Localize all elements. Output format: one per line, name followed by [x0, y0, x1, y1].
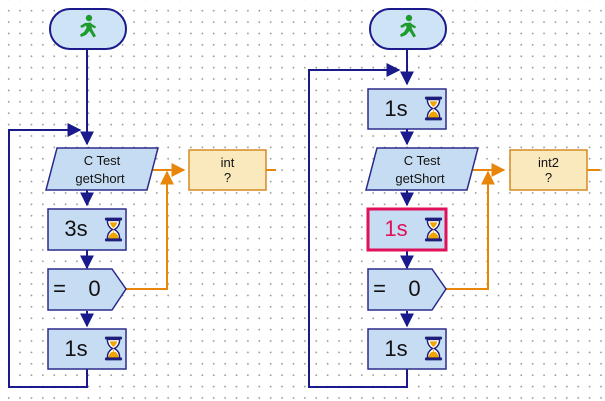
- right-wait-block-selected[interactable]: [366, 207, 448, 252]
- right-start-element[interactable]: [369, 8, 447, 50]
- right-variable-block[interactable]: [509, 149, 588, 191]
- left-program: [8, 8, 276, 388]
- right-wait-block-top[interactable]: [367, 88, 447, 130]
- left-wait-block-3s[interactable]: [47, 208, 127, 251]
- left-sensor-block[interactable]: [45, 147, 159, 191]
- left-variable-block[interactable]: [188, 149, 267, 191]
- right-program: [308, 8, 600, 388]
- left-data-compare-line: [126, 170, 174, 290]
- left-wait-block-1s[interactable]: [47, 328, 127, 370]
- right-wait-block-bottom[interactable]: [367, 328, 447, 370]
- left-start-element[interactable]: [49, 8, 127, 50]
- right-compare-block[interactable]: [367, 268, 447, 311]
- right-loop-line: [308, 63, 408, 388]
- right-data-compare-line: [446, 170, 495, 290]
- left-loop-line: [8, 123, 88, 388]
- right-sensor-block[interactable]: [365, 147, 479, 191]
- left-compare-block[interactable]: [47, 268, 127, 311]
